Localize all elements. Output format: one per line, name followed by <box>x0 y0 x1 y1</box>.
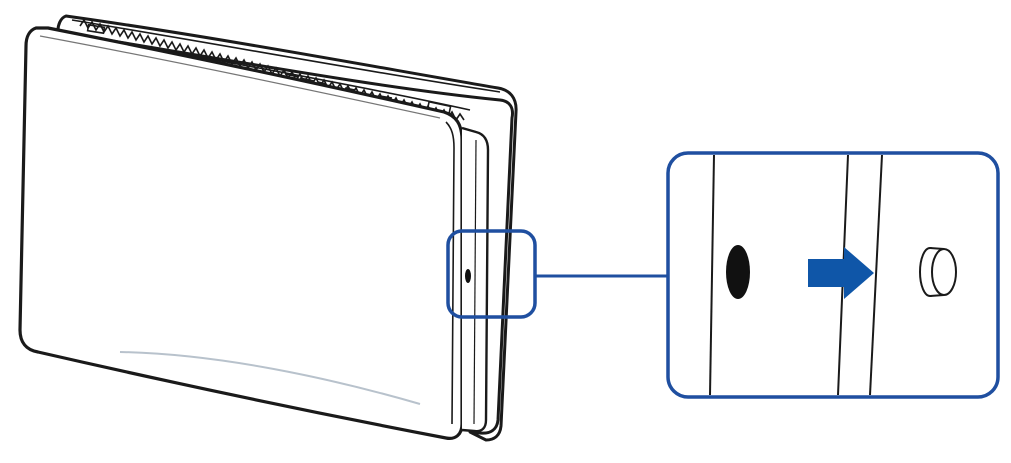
front-cover-bottom-highlight <box>119 351 421 405</box>
detail-cover-edge-left <box>709 154 715 396</box>
detail-screw-hole <box>726 245 750 299</box>
top-marking-symbols <box>284 73 393 99</box>
console-body-inner-line <box>473 139 477 425</box>
top-marking-left <box>86 23 106 35</box>
screw-cap-head <box>931 248 957 296</box>
detail-cover-edge-right <box>869 154 883 396</box>
front-cover-side-rim <box>445 121 455 425</box>
console-rear-cover <box>56 14 518 442</box>
vent-top-edge <box>71 19 501 93</box>
console-front-cover <box>18 26 464 440</box>
callout-source-frame <box>446 229 537 319</box>
insert-direction-arrow-icon <box>808 247 874 299</box>
detail-callout <box>666 151 1000 399</box>
front-cover-top-rim <box>39 35 441 119</box>
screw-hole <box>465 269 471 283</box>
screw-cap-icon <box>919 247 957 297</box>
